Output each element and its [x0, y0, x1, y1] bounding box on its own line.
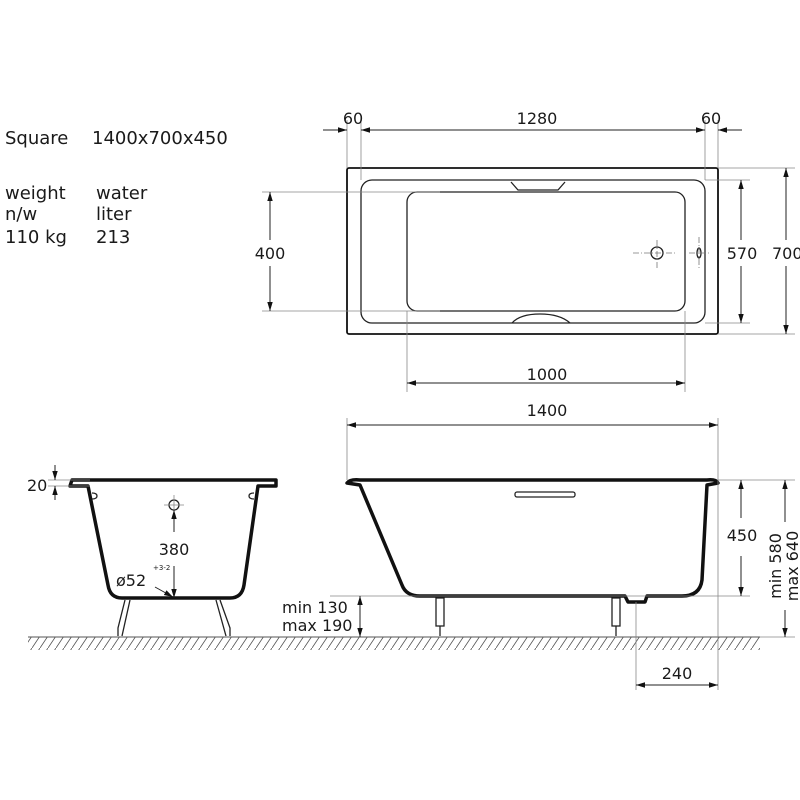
dim-height-min: min 580 [766, 533, 785, 599]
model-label: Square [5, 128, 68, 149]
model-size: 1400x700x450 [92, 128, 228, 149]
tub-profile-side [345, 478, 720, 604]
dim-right-margin: 60 [701, 109, 721, 128]
weight-value: 110 kg [5, 227, 67, 248]
water-sub: liter [96, 204, 132, 225]
dim-drain-offset: 240 [662, 664, 693, 683]
dim-basin-width: 400 [255, 244, 286, 263]
leg-icon [117, 599, 231, 637]
dim-inner-width: 570 [727, 244, 758, 263]
handle-top [510, 181, 566, 191]
dim-leg-max: max 190 [282, 616, 352, 635]
overflow-bar [514, 491, 576, 498]
dim-basin-length: 1000 [527, 365, 568, 384]
top-view: 60 1280 60 400 570 700 1000 [255, 109, 800, 392]
handle-bottom [511, 313, 571, 324]
tub-outline [346, 167, 719, 335]
floor [28, 636, 760, 650]
dim-height-max: max 640 [783, 531, 800, 601]
dim-drain-tolerance: +3-2 [153, 564, 170, 572]
weight-label: weight [5, 183, 66, 204]
leg-icon [435, 597, 621, 636]
water-value: 213 [96, 227, 130, 248]
water-label: water [96, 183, 148, 204]
basin [406, 191, 686, 312]
dim-rim: 20 [27, 476, 47, 495]
overflow-icon [689, 237, 710, 268]
dim-drain-height: 380 [159, 540, 190, 559]
dim-inner-length: 1280 [517, 109, 558, 128]
dim-depth: 450 [727, 526, 758, 545]
drain-icon [633, 240, 675, 268]
dim-left-margin: 60 [343, 109, 363, 128]
weight-sub: n/w [5, 204, 37, 225]
rim-inner [360, 179, 706, 324]
dim-leg-min: min 130 [282, 598, 348, 617]
end-view: 380 ø52 +3-2 20 [27, 465, 278, 637]
spec-block: Square 1400x700x450 weight n/w 110 kg wa… [5, 128, 228, 248]
dim-total-width: 700 [772, 244, 800, 263]
dim-drain-diameter: ø52 [116, 571, 146, 590]
side-view: 1400 450 min 580 max 640 min 130 max 190… [282, 401, 800, 690]
tub-profile-end [68, 478, 278, 600]
dim-total-length: 1400 [527, 401, 568, 420]
